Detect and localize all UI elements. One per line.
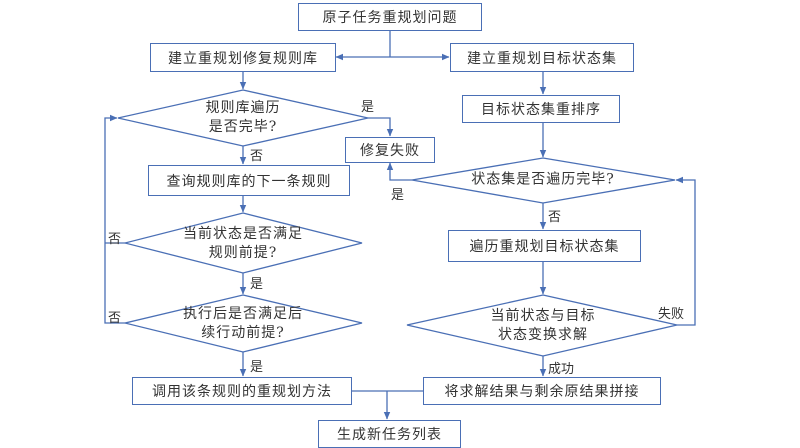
- end-node: 生成新任务列表: [318, 420, 461, 448]
- edge-loop-left: [104, 114, 125, 324]
- label-goal-set-yes: 是: [391, 188, 405, 203]
- precondition-line2: 规则前提?: [208, 245, 278, 261]
- label-goal-set-no: 否: [548, 210, 562, 225]
- goal-set-done-text: 状态集是否遍历完毕?: [471, 171, 615, 188]
- label-transform-fail: 失败: [658, 307, 685, 322]
- edge-diamond4-yes: [386, 162, 412, 181]
- rule-lib-done-line2: 是否完毕?: [208, 119, 278, 135]
- label-precondition-no: 否: [108, 232, 122, 247]
- rule-lib-done-line1: 规则库遍历: [205, 100, 281, 116]
- label-rule-lib-no: 否: [250, 149, 264, 164]
- start-node: 原子任务重规划问题: [298, 3, 482, 31]
- build-rule-lib-node: 建立重规划修复规则库: [150, 43, 336, 72]
- repair-fail-node: 修复失败: [345, 137, 435, 163]
- label-transform-success: 成功: [548, 362, 575, 377]
- call-rule-method-node: 调用该条规则的重规划方法: [132, 377, 352, 405]
- merge-results-node: 将求解结果与剩余原结果拼接: [423, 377, 661, 405]
- rule-lib-done-text: 规则库遍历 是否完毕?: [206, 99, 281, 137]
- label-rule-lib-yes: 是: [361, 100, 375, 115]
- goal-sort-node: 目标状态集重排序: [462, 95, 620, 123]
- edge-diamond5-fail: [675, 176, 696, 326]
- post-action-line1: 执行后是否满足后: [183, 306, 303, 322]
- state-transform-line2: 状态变换求解: [498, 327, 588, 343]
- precondition-text: 当前状态是否满足 规则前提?: [183, 225, 303, 263]
- build-goal-set-node: 建立重规划目标状态集: [450, 43, 634, 72]
- label-precondition-yes: 是: [250, 277, 264, 292]
- state-transform-line1: 当前状态与目标: [490, 308, 596, 324]
- edge-diamond1-yes: [368, 117, 394, 137]
- post-action-line2: 续行动前提?: [201, 325, 285, 341]
- traverse-goal-set-node: 遍历重规划目标状态集: [448, 230, 641, 262]
- post-action-text: 执行后是否满足后 续行动前提?: [183, 305, 303, 343]
- state-transform-text: 当前状态与目标 状态变换求解: [491, 307, 596, 345]
- precondition-line1: 当前状态是否满足: [183, 226, 303, 242]
- label-post-action-yes: 是: [250, 360, 264, 375]
- label-post-action-no: 否: [108, 311, 122, 326]
- query-next-rule-node: 查询规则库的下一条规则: [148, 165, 350, 196]
